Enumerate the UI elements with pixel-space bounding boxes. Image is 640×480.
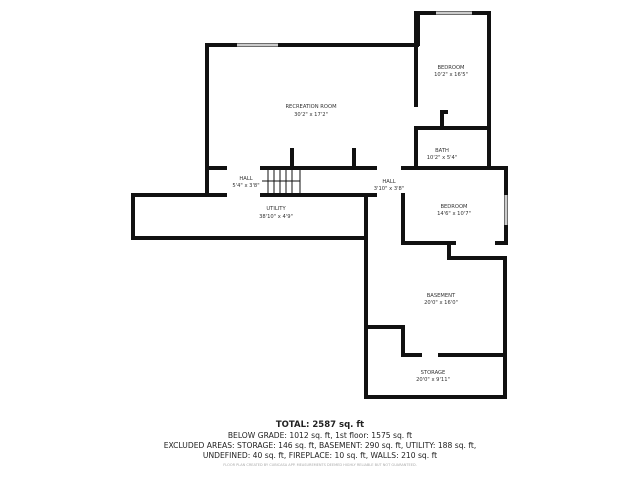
- area-line-2: EXCLUDED AREAS: STORAGE: 146 sq. ft, BAS…: [163, 441, 477, 450]
- room-size: 14'6" x 10'7": [437, 211, 471, 217]
- room-name: BATH: [435, 148, 449, 154]
- walls: [131, 11, 508, 399]
- disclaimer: FLOOR PLAN CREATED BY CUBICASA APP. MEAS…: [223, 463, 417, 467]
- area-line-1: BELOW GRADE: 1012 sq. ft, 1st floor: 157…: [227, 431, 413, 440]
- room-name: BEDROOM: [437, 65, 464, 71]
- room-size: 20'0" x 9'11": [416, 377, 450, 383]
- room-name: RECREATION ROOM: [285, 104, 336, 110]
- room-name: HALL: [239, 176, 252, 182]
- room-size: 10'2" x 16'5": [434, 72, 468, 78]
- room-name: UTILITY: [266, 206, 286, 212]
- room-labels: RECREATION ROOM 30'2" x 17'2" BEDROOM 10…: [232, 65, 471, 383]
- room-name: BEDROOM: [440, 204, 467, 210]
- room-size: 38'10" x 4'9": [259, 214, 293, 220]
- room-name: BASEMENT: [427, 293, 456, 299]
- room-size: 3'10" x 3'8": [374, 186, 405, 192]
- room-size: 20'0" x 16'0": [424, 300, 458, 306]
- total-area: TOTAL: 2587 sq. ft: [275, 420, 365, 430]
- room-size: 30'2" x 17'2": [294, 112, 328, 118]
- room-size: 5'4" x 3'8": [232, 183, 259, 189]
- room-name: HALL: [382, 179, 395, 185]
- area-line-3: UNDEFINED: 40 sq. ft, FIREPLACE: 10 sq. …: [202, 451, 438, 460]
- room-size: 10'2" x 5'4": [427, 155, 458, 161]
- staircase: [262, 168, 301, 195]
- room-name: STORAGE: [421, 370, 446, 376]
